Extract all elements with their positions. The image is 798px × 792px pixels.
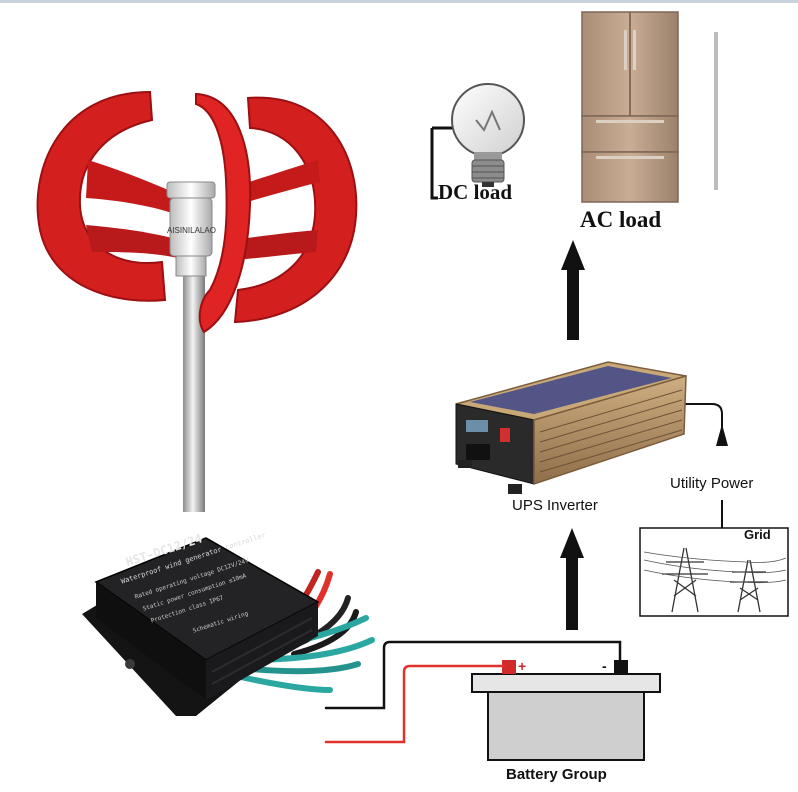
grid-label: Grid bbox=[744, 527, 771, 542]
turbine-blade-front bbox=[195, 92, 252, 334]
inverter-display bbox=[466, 420, 488, 432]
utility-power-label: Utility Power bbox=[670, 475, 754, 492]
ups-inverter bbox=[455, 361, 687, 494]
top-rule bbox=[0, 0, 798, 3]
turbine-flange bbox=[175, 255, 207, 277]
cable-black-2 bbox=[291, 609, 359, 657]
turbine-brand-label: AISINILALAO bbox=[167, 226, 216, 235]
battery-body bbox=[487, 691, 645, 761]
inverter-switch bbox=[500, 428, 510, 442]
pylon-right-icon bbox=[730, 559, 768, 613]
turbine-fin-left-lower bbox=[86, 225, 180, 258]
fridge-handle-right bbox=[633, 30, 636, 70]
turbine-hub-top bbox=[166, 181, 216, 199]
inverter-socket bbox=[466, 444, 490, 460]
wire-negative bbox=[324, 640, 622, 710]
ac-load-label: AC load bbox=[580, 207, 662, 232]
battery-minus-sign: - bbox=[602, 658, 607, 674]
battery-wires bbox=[324, 640, 622, 744]
battery-positive-terminal bbox=[502, 660, 516, 674]
arrow-inverter-to-ac bbox=[561, 240, 585, 340]
battery-lid bbox=[471, 673, 661, 693]
bulb-filament bbox=[475, 109, 501, 132]
controller-front-face bbox=[96, 582, 206, 700]
ac-load-fridge bbox=[581, 11, 718, 203]
turbine-blade-left bbox=[36, 90, 167, 302]
turbine-pole bbox=[183, 240, 205, 512]
wind-turbine bbox=[36, 90, 358, 512]
battery-negative-terminal bbox=[614, 660, 628, 674]
bulb-tip bbox=[482, 182, 494, 187]
battery-group: + - bbox=[471, 658, 661, 761]
controller-side-face bbox=[206, 602, 318, 700]
ups-inverter-label: UPS Inverter bbox=[512, 497, 598, 514]
grid-box bbox=[639, 527, 789, 617]
inverter-foot-right bbox=[508, 484, 522, 494]
dc-load-bulb bbox=[430, 83, 525, 200]
turbine-fin-left-upper bbox=[86, 160, 180, 215]
cable-teal-4 bbox=[233, 673, 333, 693]
battery-plus-sign: + bbox=[518, 658, 526, 674]
inverter-top-stripe bbox=[470, 366, 672, 414]
controller-mount-hole bbox=[125, 659, 135, 669]
power-lines bbox=[643, 551, 787, 584]
pylon-left-icon bbox=[662, 547, 708, 613]
arrow-grid-to-inverter bbox=[680, 403, 728, 528]
inverter-foot-left bbox=[458, 460, 472, 468]
grid-frame bbox=[639, 527, 789, 617]
turbine-fin-right-upper bbox=[230, 160, 320, 206]
inverter-side bbox=[533, 374, 687, 486]
wind-charge-controller bbox=[82, 537, 320, 716]
dc-load-label: DC load bbox=[438, 180, 513, 204]
bulb-neck bbox=[474, 152, 502, 160]
bulb-base bbox=[471, 159, 505, 183]
fridge-lower-drawer bbox=[581, 151, 679, 203]
battery-group-label: Battery Group bbox=[506, 766, 607, 783]
turbine-fin-right-lower bbox=[232, 230, 318, 260]
arrow-battery-to-inverter bbox=[560, 528, 584, 630]
dc-wire-left bbox=[430, 128, 438, 200]
fridge-handle-left bbox=[624, 30, 627, 70]
wire-positive bbox=[324, 664, 506, 744]
turbine-blade-right bbox=[233, 96, 358, 324]
fridge-side-rod bbox=[714, 32, 718, 190]
